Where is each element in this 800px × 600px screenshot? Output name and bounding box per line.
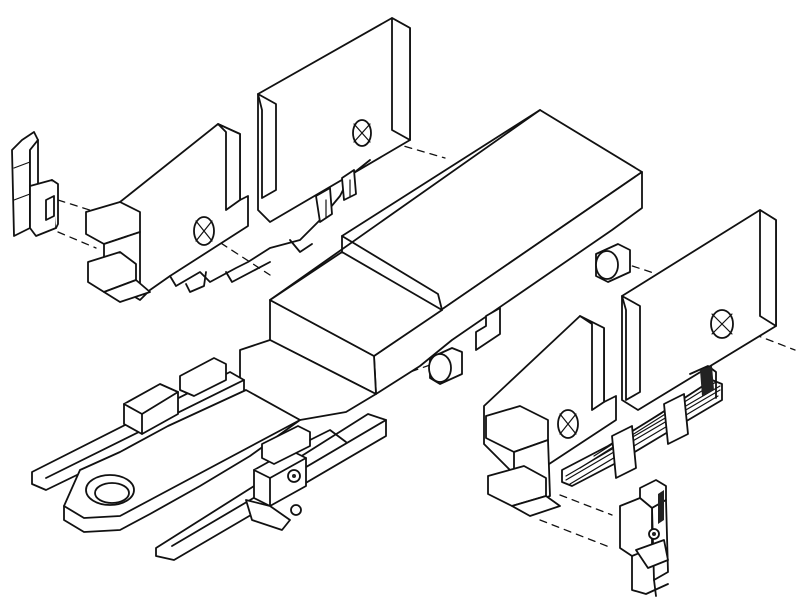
bogie-bolster-block xyxy=(239,109,643,421)
left-coupling-hook xyxy=(11,131,59,237)
brake-lever-assembly xyxy=(245,425,347,531)
right-coupling-hook xyxy=(619,479,669,597)
right-side-frame xyxy=(483,209,777,517)
right-axle-stub xyxy=(595,243,631,283)
left-axle-stub xyxy=(428,347,463,385)
left-side-frame xyxy=(85,17,411,303)
leaf-spring xyxy=(561,365,723,487)
